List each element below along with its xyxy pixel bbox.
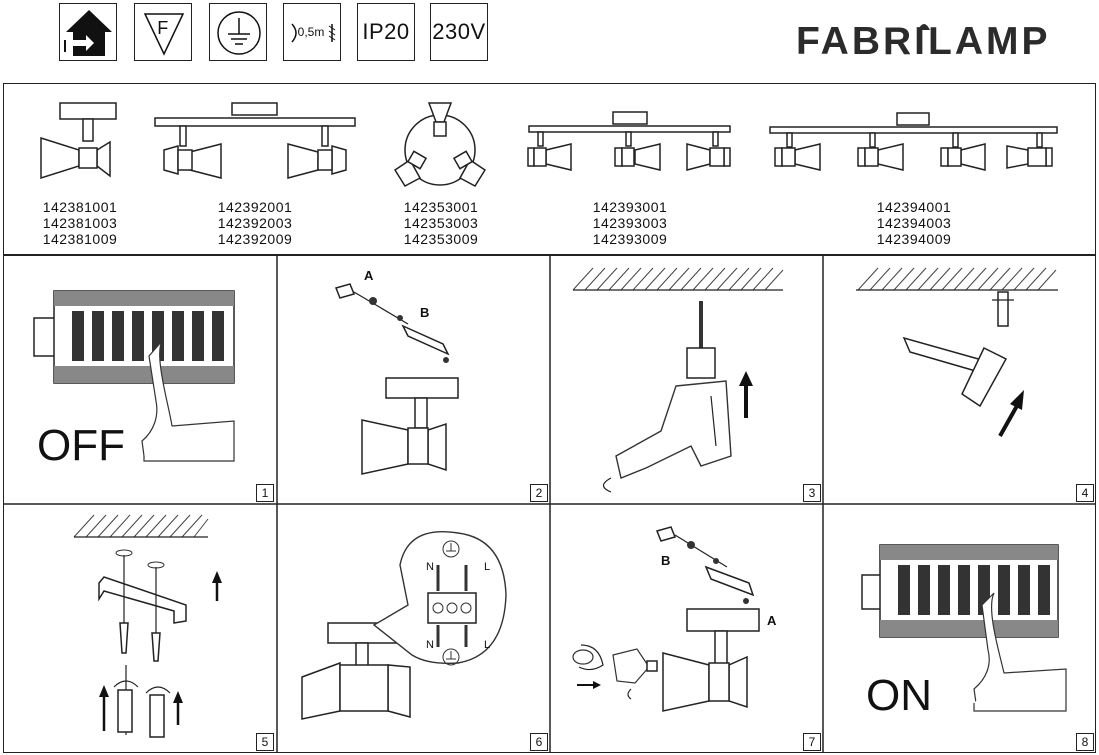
step-4: 4 [824, 256, 1097, 505]
step-7: B A 7 [551, 505, 824, 754]
step-number: 7 [803, 733, 821, 751]
step-3: 3 [551, 256, 824, 505]
models-panel [3, 83, 1096, 255]
breaker-panel-off [33, 290, 235, 462]
mark-a: A [767, 613, 777, 628]
step-1: OFF 1 [4, 256, 277, 505]
mark-a: A [364, 268, 374, 283]
fixture-attach-bulb [572, 526, 760, 712]
brand-logo-arc [918, 24, 930, 30]
distance-icon: 0,5m [283, 3, 341, 61]
indoor-use-icon [59, 3, 117, 61]
step-8: ON 8 [824, 505, 1097, 754]
wire-l-bottom: L [484, 639, 491, 651]
step-number: 5 [256, 733, 274, 751]
f-mark-icon: F [134, 3, 192, 61]
mark-b: B [661, 553, 671, 568]
step-number: 8 [1076, 733, 1094, 751]
hammer-dowel [856, 267, 1058, 437]
mounting-bracket-removal [334, 283, 459, 475]
bracket-screw-mount [73, 514, 222, 738]
breaker-panel-on [861, 544, 1067, 712]
mark-b: B [420, 305, 430, 320]
step-2: A B 2 [278, 256, 551, 505]
step-number: 3 [803, 484, 821, 502]
wire-n-bottom: N [426, 639, 434, 651]
on-label: ON [866, 671, 932, 720]
model-drawings [40, 102, 1058, 187]
step-number: 2 [530, 484, 548, 502]
wire-n-top: N [426, 561, 434, 573]
step-6: N L N L 6 [278, 505, 551, 754]
voltage-icon: 230V [430, 3, 488, 61]
ip-rating-icon: IP20 [357, 3, 415, 61]
step-number: 4 [1076, 484, 1094, 502]
step-5: 5 [4, 505, 277, 754]
step-number: 6 [530, 733, 548, 751]
drill-ceiling [572, 267, 784, 493]
off-label: OFF [37, 421, 125, 470]
wire-l-top: L [484, 561, 491, 573]
earth-ground-icon [209, 3, 267, 61]
wiring-connection [301, 531, 507, 720]
step-number: 1 [256, 484, 274, 502]
